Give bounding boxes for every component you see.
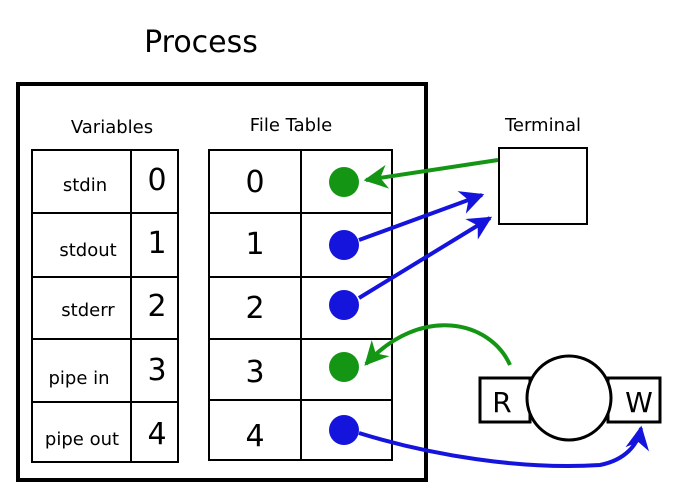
file-descriptor-dot — [329, 415, 359, 445]
pipe-write-label: W — [625, 386, 653, 419]
file-table-index: 3 — [245, 355, 264, 390]
variable-name: stdin — [63, 175, 107, 196]
process-box — [16, 82, 428, 482]
variables-header: Variables — [71, 117, 153, 138]
stdout-arrow — [358, 191, 485, 242]
file-table-index: 2 — [245, 291, 264, 326]
variable-name: stdout — [59, 240, 116, 261]
variable-index: 1 — [147, 226, 166, 261]
file-table-index: 1 — [245, 227, 264, 262]
file-descriptor-dot — [329, 167, 359, 197]
variables-table-border — [31, 149, 179, 463]
file-descriptor-dot — [329, 352, 359, 382]
stderr-arrow — [357, 216, 493, 300]
process-title: Process — [144, 25, 258, 60]
pipe-read-label: R — [492, 386, 511, 419]
pipe-body — [525, 354, 613, 442]
variable-name: stderr — [61, 300, 115, 321]
terminal-box — [498, 147, 588, 225]
pipe-in-arrow — [364, 323, 512, 366]
variable-index: 0 — [147, 163, 166, 198]
variable-name: pipe in — [48, 368, 109, 389]
terminal-label: Terminal — [504, 115, 581, 136]
file-table-index: 4 — [245, 419, 264, 454]
file-table-index: 0 — [245, 165, 264, 200]
file-descriptor-dot — [329, 230, 359, 260]
pipe: R W — [478, 354, 662, 442]
variable-index: 4 — [147, 417, 166, 452]
stdin-arrow — [363, 158, 499, 189]
file-table-header: File Table — [250, 115, 332, 136]
file-descriptor-dot — [329, 290, 359, 320]
variable-index: 3 — [147, 353, 166, 388]
variables-table: stdin 0 stdout 1 stderr 2 pipe in 3 pipe… — [31, 149, 179, 463]
variable-index: 2 — [147, 289, 166, 324]
variable-name: pipe out — [45, 429, 119, 450]
pipe-out-arrow — [358, 425, 650, 468]
file-table: 0 1 2 3 4 — [208, 149, 393, 461]
